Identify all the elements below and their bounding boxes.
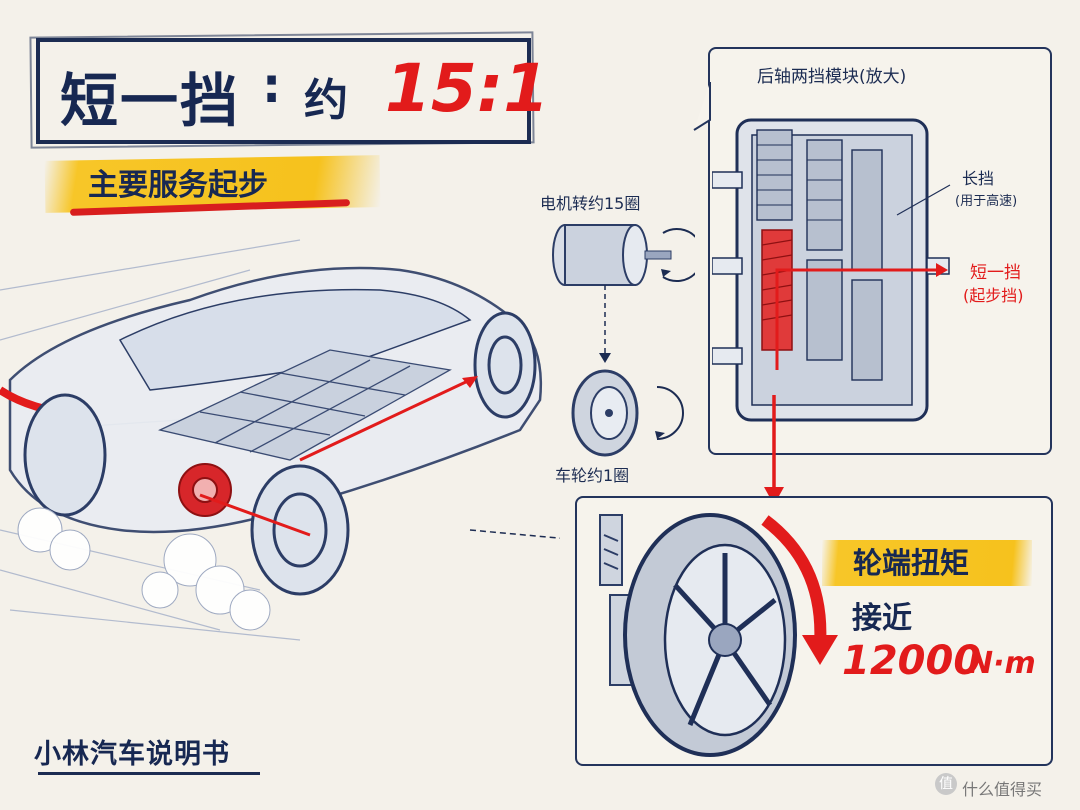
torque-label: 轮端扭矩 bbox=[853, 546, 970, 580]
title-colon: : bbox=[262, 58, 282, 114]
torque-approach: 接近 bbox=[852, 601, 912, 636]
motor-label: 电机转约15圈 bbox=[540, 194, 641, 213]
title-gear: 短一挡 bbox=[60, 67, 241, 135]
footer-underline bbox=[38, 772, 260, 775]
motor-wheel-connector bbox=[599, 285, 611, 363]
torque-highlight bbox=[822, 540, 1032, 586]
torque-unit: N·m bbox=[968, 646, 1036, 681]
title-frame bbox=[36, 38, 531, 144]
watermark-text: 什么值得买 bbox=[962, 780, 1043, 799]
tire-illustration bbox=[599, 513, 838, 757]
watermark-icon: 值 bbox=[935, 773, 957, 795]
wheel-label: 车轮约1圈 bbox=[555, 466, 630, 485]
subtitle: 主要服务起步 bbox=[88, 168, 268, 203]
title-approx: 约 bbox=[304, 75, 348, 126]
wheel-icon bbox=[571, 369, 684, 457]
short-gear-note: (起步挡) bbox=[963, 286, 1024, 305]
gearbox-icon bbox=[712, 118, 951, 422]
car-illustration bbox=[0, 239, 560, 641]
motor-icon bbox=[552, 224, 695, 286]
short-gear-label: 短一挡 bbox=[970, 263, 1021, 283]
zoom-panel-title: 后轴两挡模块(放大) bbox=[757, 67, 907, 87]
zoom-callout-line bbox=[693, 82, 711, 131]
title-ratio: 15:1 bbox=[385, 50, 550, 127]
high-gear-label: 长挡 bbox=[962, 169, 995, 188]
high-gear-note: (用于高速) bbox=[955, 194, 1018, 209]
footer-brand: 小林汽车说明书 bbox=[34, 739, 230, 770]
torque-flow-arrow bbox=[764, 395, 784, 505]
torque-value: 12000 bbox=[842, 638, 982, 684]
